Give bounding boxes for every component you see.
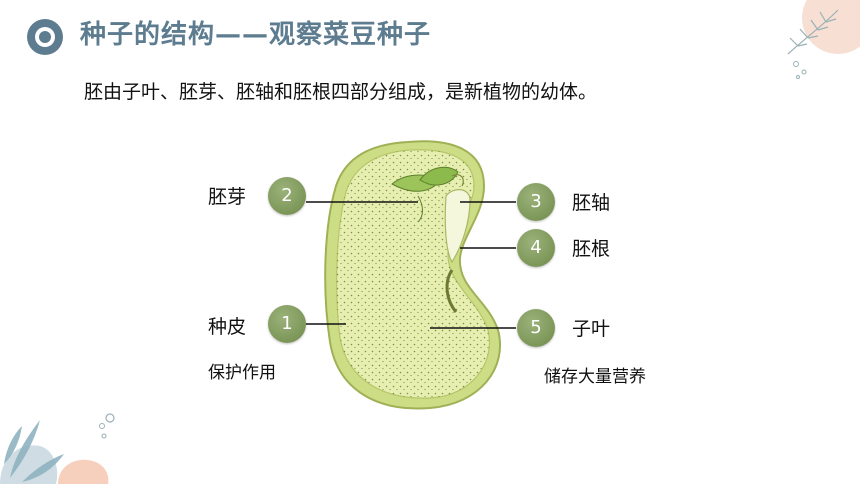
subtitle: 胚由子叶、胚芽、胚轴和胚根四部分组成，是新植物的幼体。 bbox=[84, 81, 598, 103]
badge-seed-coat: 1 bbox=[268, 305, 306, 343]
note-cotyledon: 储存大量营养 bbox=[544, 367, 646, 387]
label-hypocotyl: 胚轴 bbox=[572, 192, 611, 214]
badge-cotyledon: 5 bbox=[517, 309, 555, 347]
badge-radicle: 4 bbox=[517, 229, 555, 267]
ring-bullet-icon bbox=[27, 19, 63, 55]
decoration-top-right bbox=[787, 0, 860, 79]
note-seed-coat: 保护作用 bbox=[208, 363, 276, 383]
label-radicle: 胚根 bbox=[572, 238, 611, 260]
label-plumule: 胚芽 bbox=[208, 186, 247, 208]
label-seed-coat: 种皮 bbox=[208, 316, 247, 338]
label-cotyledon: 子叶 bbox=[572, 318, 611, 340]
decoration-bottom-left bbox=[0, 413, 115, 484]
badge-hypocotyl: 3 bbox=[517, 183, 555, 221]
page-title: 种子的结构——观察菜豆种子 bbox=[80, 20, 432, 50]
badge-plumule: 2 bbox=[268, 177, 306, 215]
